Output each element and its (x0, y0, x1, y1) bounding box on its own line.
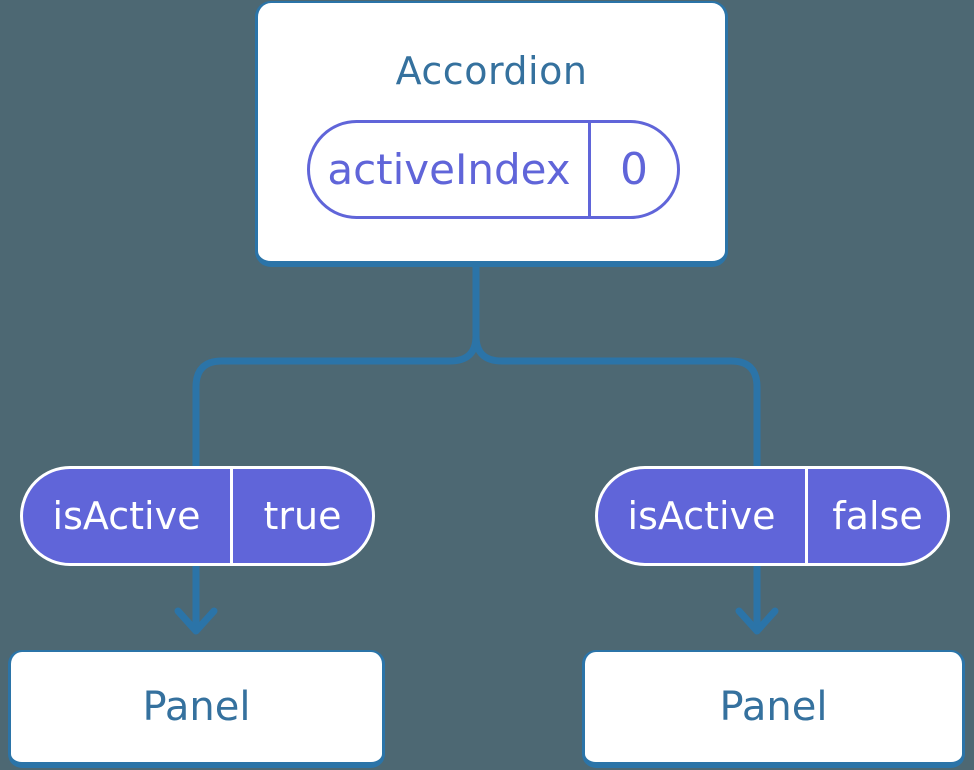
prop-pill-value: true (263, 494, 342, 538)
accordion-card: Accordion activeIndex 0 (255, 1, 728, 267)
pill-divider (805, 469, 808, 563)
pill-divider (588, 123, 591, 216)
panel-card-label: Panel (142, 684, 251, 730)
panel-card-left: Panel (8, 650, 385, 768)
state-pill-label: activeIndex (327, 145, 571, 194)
prop-pill-value: false (832, 494, 923, 538)
panel-card-label: Panel (719, 684, 828, 730)
prop-pill-label: isActive (52, 494, 201, 538)
panel-card-right: Panel (582, 650, 965, 768)
state-pill-activeindex: activeIndex 0 (307, 120, 680, 219)
state-pill-value: 0 (620, 144, 648, 195)
accordion-card-title: Accordion (395, 49, 588, 93)
connector-right-branch (472, 262, 761, 630)
prop-pill-label: isActive (627, 494, 776, 538)
arrow-down-icon (174, 607, 218, 635)
pill-divider (230, 469, 233, 563)
prop-pill-isactive-true: isActive true (20, 466, 375, 566)
arrow-down-icon (735, 607, 779, 635)
connector-left-branch (192, 262, 480, 630)
prop-pill-isactive-false: isActive false (595, 466, 950, 566)
